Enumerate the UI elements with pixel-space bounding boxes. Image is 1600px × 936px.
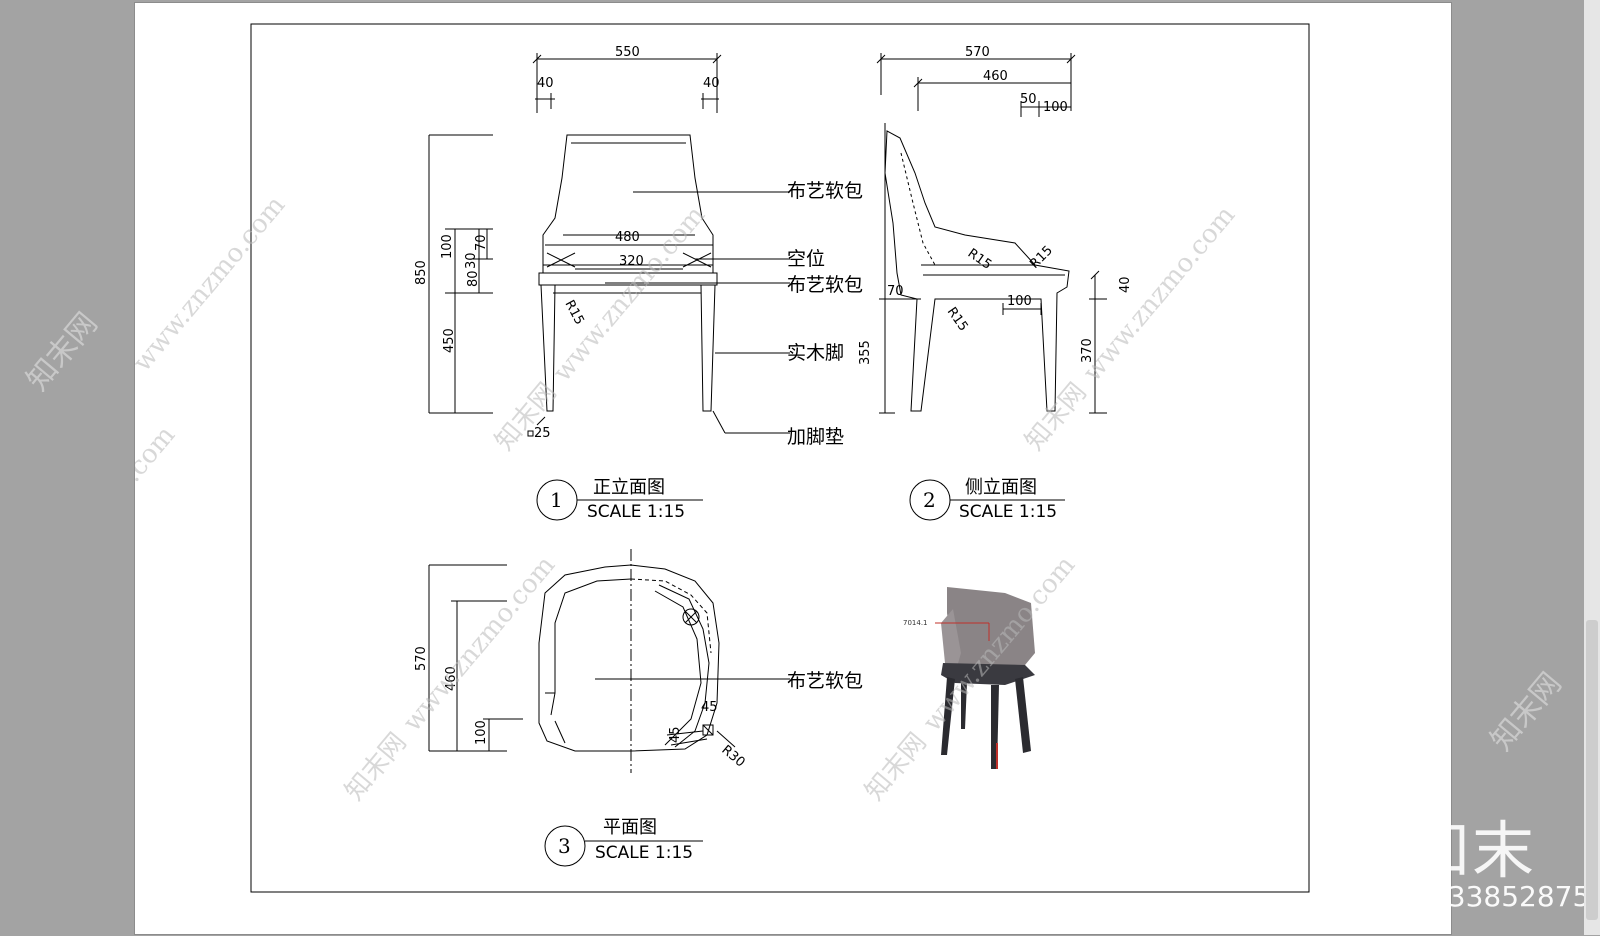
label-fabric-back: 布艺软包 xyxy=(787,180,863,202)
label-gap: 空位 xyxy=(787,248,825,270)
dim-550: 550 xyxy=(615,45,640,60)
dim-480: 480 xyxy=(615,230,640,245)
chair-photo: 7014.1 xyxy=(903,587,1035,769)
dim-450: 450 xyxy=(442,328,457,353)
label-fabric-plan: 布艺软包 xyxy=(787,670,863,692)
dim-100-top: 100 xyxy=(1043,100,1068,115)
dim-100-bottom: 100 xyxy=(1007,294,1032,309)
label-foot-pad: 加脚垫 xyxy=(787,426,844,448)
dim-100-plan: 100 xyxy=(474,720,489,745)
dim-850: 850 xyxy=(414,260,429,285)
front-view-text: 550 40 40 480 320 850 450 100 30 70 80 R… xyxy=(414,45,863,522)
front-view-scale: SCALE 1:15 xyxy=(587,502,685,522)
view-number-3: 3 xyxy=(558,834,571,858)
dim-460-plan: 460 xyxy=(444,666,459,691)
dim-370: 370 xyxy=(1080,338,1095,363)
cad-drawing: 550 40 40 480 320 850 450 100 30 70 80 R… xyxy=(135,23,1310,893)
dim-460: 460 xyxy=(983,69,1008,84)
dim-80: 80 xyxy=(466,270,481,287)
side-view-text: 570 460 50 100 R15 R15 R15 70 100 355 37… xyxy=(858,45,1133,522)
dim-45-a: 45 xyxy=(701,700,718,715)
front-view-title: 正立面图 xyxy=(593,477,665,498)
dim-45-b: 45 xyxy=(668,726,683,743)
brand-logo-watermark: 知末 xyxy=(1408,814,1537,887)
watermark-site-1: www.znzmo.com xyxy=(135,190,291,377)
watermark-brand-4: 知末网 xyxy=(860,727,933,806)
plan-view-title: 平面图 xyxy=(603,817,657,838)
dim-570-plan: 570 xyxy=(414,646,429,671)
watermark-brand-2: 知末网 xyxy=(1020,377,1093,456)
watermark-brand-1: 知末网 xyxy=(490,377,563,456)
view-number-2: 2 xyxy=(923,488,936,512)
label-fabric-seat: 布艺软包 xyxy=(787,274,863,296)
plan-view-scale: SCALE 1:15 xyxy=(595,843,693,863)
side-watermark-left: 知末网 xyxy=(20,306,105,398)
drawing-frame xyxy=(250,23,1310,893)
view-number-1: 1 xyxy=(550,488,563,512)
dim-r15-leg: R15 xyxy=(944,305,971,335)
plan-view xyxy=(428,549,790,867)
dim-25: 25 xyxy=(534,426,551,441)
dim-r30: R30 xyxy=(718,743,747,771)
dim-570: 570 xyxy=(965,45,990,60)
side-watermark-right: 知末网 xyxy=(1484,666,1569,758)
dim-50: 50 xyxy=(1020,92,1037,107)
dim-40-right: 40 xyxy=(703,76,720,91)
watermark-site-6: www.znzmo.com xyxy=(135,420,181,607)
drawing-page: 550 40 40 480 320 850 450 100 30 70 80 R… xyxy=(134,2,1452,935)
dim-r15: R15 xyxy=(561,298,586,328)
photo-tag: 7014.1 xyxy=(903,619,928,627)
dim-320: 320 xyxy=(619,254,644,269)
dim-355: 355 xyxy=(858,340,873,365)
dim-70: 70 xyxy=(474,234,489,251)
dim-40-side: 40 xyxy=(1118,276,1133,293)
dim-r15-back: R15 xyxy=(965,246,995,273)
side-view-scale: SCALE 1:15 xyxy=(959,502,1057,522)
dim-40-left: 40 xyxy=(537,76,554,91)
dim-100: 100 xyxy=(440,234,455,259)
vertical-scrollbar[interactable] xyxy=(1584,0,1600,935)
dim-30: 30 xyxy=(464,252,479,269)
label-wood-leg: 实木脚 xyxy=(787,342,844,364)
front-view xyxy=(428,53,790,521)
asset-id-watermark: ID: 1133852875 xyxy=(1364,880,1591,913)
watermark-site-4: www.znzmo.com xyxy=(397,550,561,737)
watermark-brand-3: 知末网 xyxy=(340,727,413,806)
dim-70-side: 70 xyxy=(887,284,904,299)
side-view xyxy=(876,53,1107,521)
side-view-title: 侧立面图 xyxy=(965,477,1037,498)
scrollbar-thumb[interactable] xyxy=(1586,620,1598,920)
watermark-site-3: www.znzmo.com xyxy=(1077,200,1241,387)
watermark-site-5: www.znzmo.com xyxy=(917,550,1081,737)
watermark-site-2: www.znzmo.com xyxy=(547,200,711,387)
